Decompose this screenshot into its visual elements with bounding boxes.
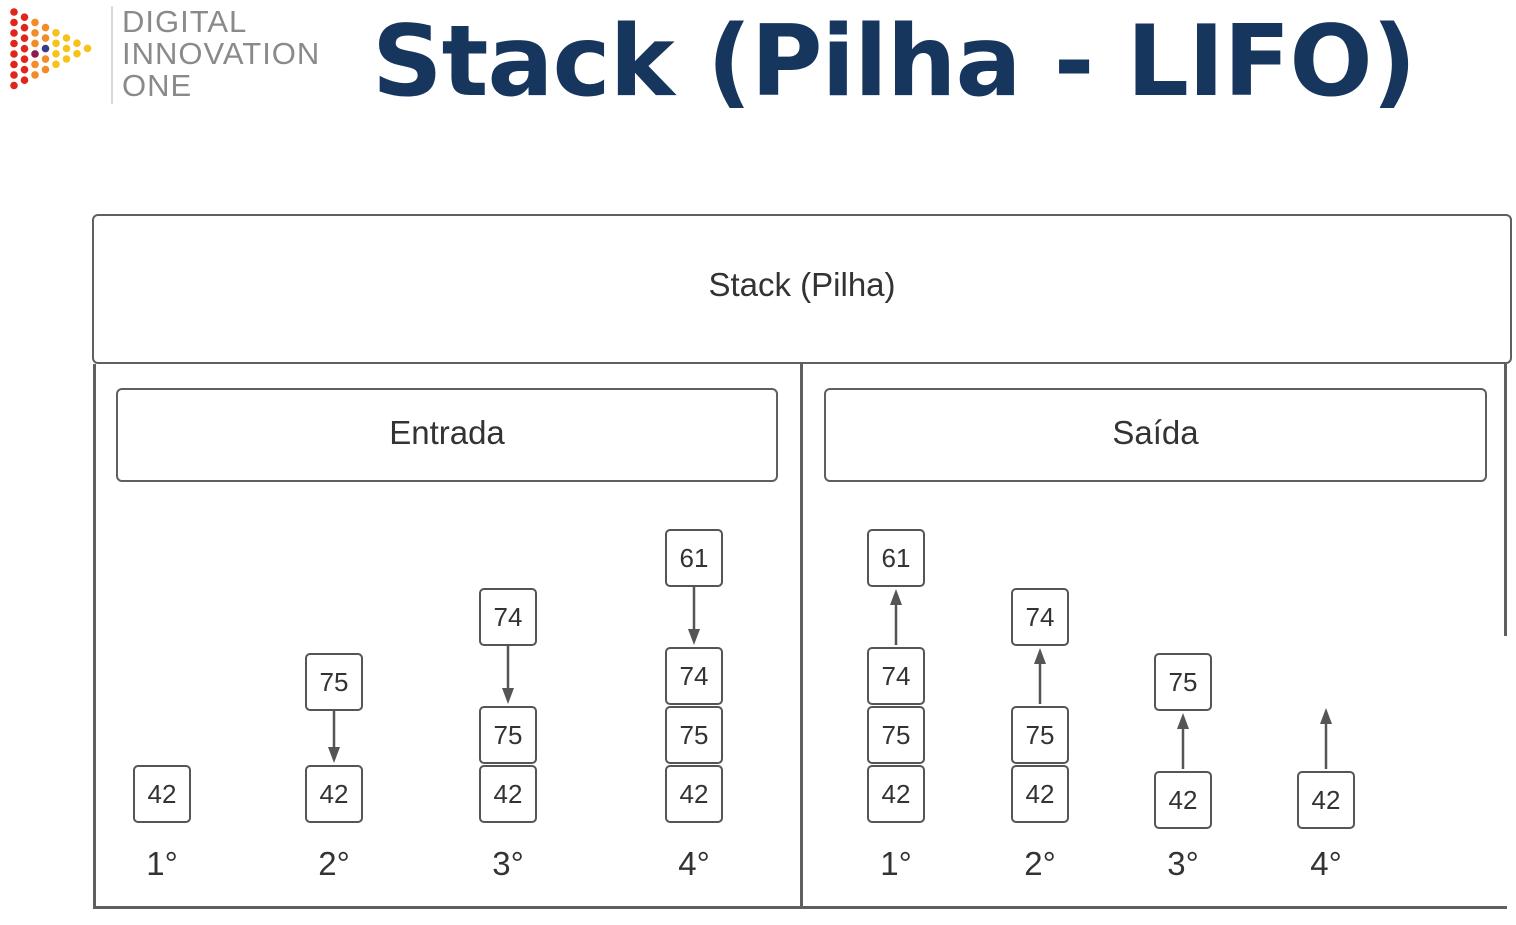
logo-dot <box>10 50 18 58</box>
logo-dot <box>20 76 29 84</box>
saida-label: Saída <box>1112 414 1199 451</box>
entrada-stack-node: 42 <box>479 765 537 823</box>
logo-dot <box>10 60 18 69</box>
logo-dot <box>10 8 18 16</box>
saida-pop-arrow-head <box>890 589 902 605</box>
entrada-stack-node: 42 <box>665 765 723 823</box>
logo-dot <box>41 23 50 32</box>
saida-step-label: 1° <box>880 845 912 882</box>
logo-dot <box>52 60 60 69</box>
digital-innovation-one-logo: DIGITAL INNOVATION ONE <box>8 6 338 104</box>
saida-step-label: 2° <box>1024 845 1056 882</box>
saida-stack-node: 42 <box>1011 765 1069 823</box>
logo-dot <box>41 65 50 74</box>
entrada-label: Entrada <box>389 414 505 451</box>
logo-dot <box>73 39 81 47</box>
logo-dot <box>62 34 71 42</box>
logo-dots-icon <box>10 8 92 90</box>
stack-header-box: Stack (Pilha) <box>92 214 1512 364</box>
logo-dot <box>20 34 29 42</box>
entrada-incoming-node: 75 <box>305 653 363 711</box>
entrada-incoming-node: 74 <box>479 588 537 646</box>
logo-dot <box>10 39 18 48</box>
saida-outgoing-node: 74 <box>1011 588 1069 646</box>
logo-dot <box>52 50 60 58</box>
saida-stack-node: 74 <box>867 647 925 705</box>
saida-stack-node: 75 <box>1011 706 1069 764</box>
logo-dot <box>83 44 92 53</box>
logo-line-2: INNOVATION <box>122 36 321 71</box>
frame-right-edge <box>1504 364 1507 636</box>
logo-dot <box>31 18 39 27</box>
frame-left-edge <box>93 364 96 909</box>
entrada-push-arrow-head <box>328 747 340 763</box>
entrada-step-label: 3° <box>492 845 524 882</box>
logo-dot <box>31 50 39 58</box>
logo-dot <box>20 13 29 21</box>
entrada-box: Entrada <box>116 388 778 482</box>
logo-dot <box>10 18 18 27</box>
saida-stack-node: 75 <box>867 706 925 764</box>
logo-line-1: DIGITAL <box>122 4 248 39</box>
entrada-stack-node: 75 <box>665 706 723 764</box>
logo-dot <box>20 55 29 63</box>
logo-dot <box>41 34 50 42</box>
logo-dot <box>31 71 39 79</box>
logo-dot <box>52 29 60 37</box>
entrada-push-arrow-head <box>688 629 700 645</box>
entrada-step-label: 1° <box>146 845 178 882</box>
saida-pop-arrow-head <box>1034 648 1046 664</box>
logo-dot <box>10 71 18 79</box>
entrada-stack-node: 74 <box>665 647 723 705</box>
saida-stack-node: 42 <box>1154 771 1212 829</box>
entrada-step-label: 4° <box>678 845 710 882</box>
logo-dot <box>20 44 29 53</box>
saida-pop-arrow-head <box>1320 708 1332 724</box>
logo-line-3: ONE <box>122 68 193 103</box>
logo-dot <box>41 55 50 63</box>
logo-dot <box>41 44 50 53</box>
saida-outgoing-node: 61 <box>867 529 925 587</box>
logo-dot <box>20 65 29 74</box>
logo-dot <box>73 49 81 58</box>
saida-step-label: 4° <box>1310 845 1342 882</box>
logo-dot <box>62 55 71 63</box>
logo-dot <box>10 81 18 90</box>
entrada-stack-node: 42 <box>305 765 363 823</box>
saida-box: Saída <box>824 388 1487 482</box>
frame-center-divider <box>800 364 803 909</box>
slide-title: Stack (Pilha - LIFO) <box>372 5 1417 119</box>
saida-step-label: 3° <box>1167 845 1199 882</box>
logo-dot <box>20 23 29 32</box>
logo-dot <box>10 29 18 37</box>
saida-outgoing-node: 42 <box>1297 771 1355 829</box>
logo-dot <box>52 39 60 48</box>
saida-pop-arrow-head <box>1177 713 1189 729</box>
frame-bottom-edge <box>93 906 1507 909</box>
entrada-stack-node: 42 <box>133 765 191 823</box>
logo-wordmark: DIGITAL INNOVATION ONE <box>122 6 320 102</box>
logo-dot <box>62 44 71 53</box>
logo-dot <box>31 29 39 37</box>
entrada-stack-node: 75 <box>479 706 537 764</box>
logo-divider <box>111 6 113 104</box>
stack-header-label: Stack (Pilha) <box>708 266 896 303</box>
saida-outgoing-node: 75 <box>1154 653 1212 711</box>
entrada-push-arrow-head <box>502 688 514 704</box>
entrada-step-label: 2° <box>318 845 350 882</box>
saida-stack-node: 42 <box>867 765 925 823</box>
logo-dot <box>31 60 39 69</box>
logo-dot <box>31 39 39 48</box>
entrada-incoming-node: 61 <box>665 529 723 587</box>
